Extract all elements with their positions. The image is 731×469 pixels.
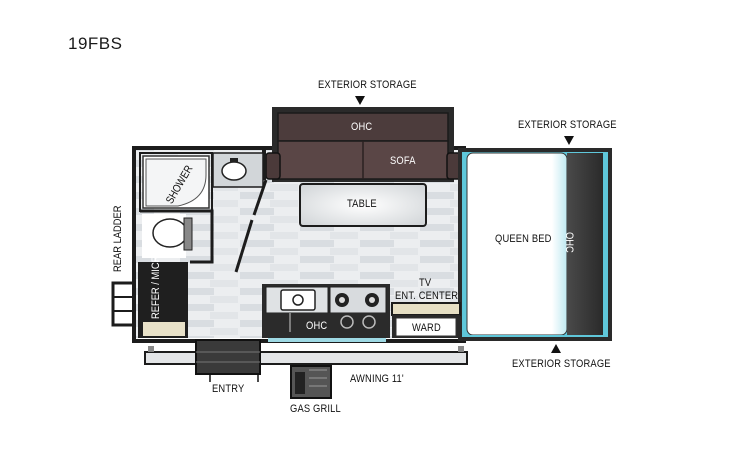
label-queen-bed: QUEEN BED bbox=[495, 233, 552, 245]
table-shape bbox=[299, 183, 427, 227]
entry-step bbox=[195, 339, 261, 375]
ohc-bed-panel bbox=[567, 153, 603, 335]
bathroom-wall-right bbox=[262, 150, 266, 180]
label-rear-ladder: REAR LADDER bbox=[112, 205, 124, 272]
arrow-top bbox=[355, 96, 365, 105]
ohc-top-panel bbox=[277, 112, 449, 142]
label-awning: AWNING 11' bbox=[350, 373, 404, 385]
arrow-bottom bbox=[551, 344, 561, 353]
awning-bar bbox=[144, 351, 468, 365]
label-exterior-storage-bottom: EXTERIOR STORAGE bbox=[512, 358, 611, 370]
label-exterior-storage-top: EXTERIOR STORAGE bbox=[318, 79, 417, 91]
label-ward: WARD bbox=[412, 322, 441, 334]
label-ohc-kitchen: OHC bbox=[306, 320, 328, 332]
label-ent-center: ENT. CENTER bbox=[395, 290, 459, 302]
label-ohc-bed: OHC bbox=[563, 232, 575, 253]
label-gas-grill: GAS GRILL bbox=[290, 403, 341, 415]
label-refer-micro: REFER / MICRO bbox=[150, 248, 162, 319]
rear-ladder-shape bbox=[111, 281, 136, 327]
kitchen-sink bbox=[280, 289, 316, 311]
tv-ent-center bbox=[391, 302, 461, 316]
arrow-right bbox=[564, 136, 574, 145]
label-entry: ENTRY bbox=[212, 383, 245, 395]
label-table: TABLE bbox=[347, 198, 377, 210]
label-sofa: SOFA bbox=[390, 155, 416, 167]
label-tv: TV bbox=[419, 277, 432, 289]
label-ohc-top: OHC bbox=[351, 121, 373, 133]
label-exterior-storage-right: EXTERIOR STORAGE bbox=[518, 119, 617, 131]
model-title: 19FBS bbox=[68, 34, 123, 53]
